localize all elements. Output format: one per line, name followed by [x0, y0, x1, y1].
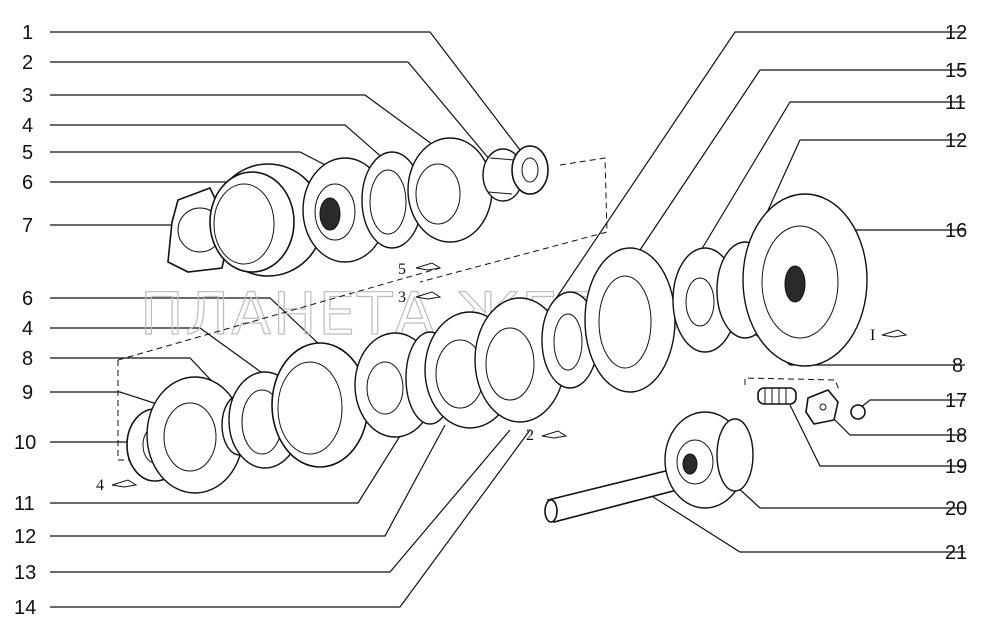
callout-3: 3 [22, 85, 33, 107]
callout-r21: 21 [945, 542, 967, 564]
group-mark-I: I [870, 327, 875, 344]
callout-r18: 18 [945, 425, 967, 447]
bracket-5 [419, 157, 608, 283]
callout-r12a: 12 [945, 22, 967, 44]
callout-4b: 4 [22, 318, 33, 340]
callout-14: 14 [14, 597, 36, 619]
group-mark-2: 2 [526, 427, 534, 444]
group-mark-5: 5 [398, 261, 406, 278]
callout-7: 7 [22, 215, 33, 237]
group-marks: 5 3 2 4 I [96, 261, 908, 494]
callout-8: 8 [22, 348, 33, 370]
small-parts [544, 377, 866, 523]
right-shaft-assembly [584, 193, 868, 393]
callout-r19: 19 [945, 456, 967, 478]
spring-19 [757, 387, 797, 405]
callout-12: 12 [14, 526, 36, 548]
callouts-right: 12 15 11 12 16 8 17 18 19 20 21 [945, 22, 967, 564]
callout-11: 11 [14, 493, 35, 515]
callout-r17: 17 [945, 390, 967, 412]
group-mark-3: 3 [398, 289, 406, 306]
callout-10: 10 [14, 432, 36, 454]
callout-9: 9 [22, 382, 33, 404]
callout-4: 4 [22, 115, 33, 137]
lower-shaft-assembly [117, 267, 599, 494]
callout-r8: 8 [952, 355, 963, 377]
group-mark-4: 4 [96, 477, 104, 494]
callout-r11: 11 [945, 92, 966, 114]
callout-13: 13 [14, 562, 36, 584]
callout-r15: 15 [945, 60, 967, 82]
callout-1: 1 [22, 22, 33, 44]
callout-r12b: 12 [945, 130, 967, 152]
callout-6: 6 [22, 172, 33, 194]
callout-r16: 16 [945, 220, 967, 242]
callout-r20: 20 [945, 498, 967, 520]
callout-6b: 6 [22, 288, 33, 310]
callout-2: 2 [22, 52, 33, 74]
callouts-left: 1 2 3 4 5 6 7 6 4 8 9 10 11 12 13 14 [14, 22, 36, 619]
upper-shaft-assembly [167, 137, 549, 277]
leader-lines [50, 31, 965, 608]
callout-5: 5 [22, 142, 33, 164]
